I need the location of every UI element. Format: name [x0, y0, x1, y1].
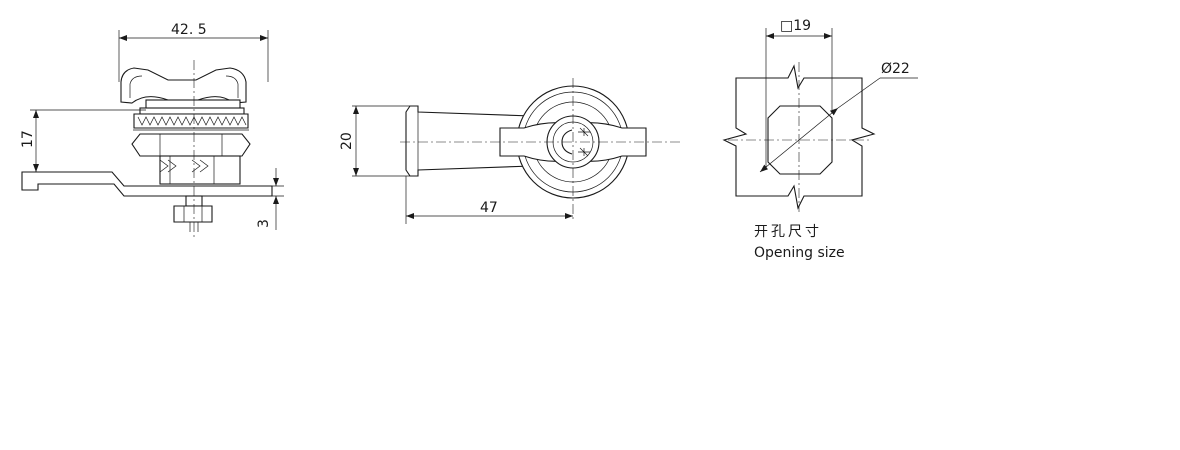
dim-length-label: 47: [480, 200, 498, 216]
hex-nut: [131, 133, 251, 157]
front-view: 20 47: [339, 78, 680, 224]
caption-en: Opening size: [754, 245, 845, 261]
bottom-nut: [173, 205, 213, 223]
dim-height-label: 17: [20, 130, 36, 148]
wing-handle: [120, 67, 247, 104]
dim-diameter-label: Ø22: [881, 61, 910, 77]
serrated-washer: [133, 113, 249, 129]
side-view: 42. 5 17 3: [20, 22, 284, 240]
caption-cn: 开孔尺寸: [754, 224, 822, 240]
cutout-view: □19 Ø22 开孔尺寸 Opening size: [722, 18, 918, 261]
dim-width-label: 42. 5: [171, 22, 207, 38]
cam-bar: [21, 171, 273, 197]
panel-outline: [722, 64, 876, 210]
dim-cam-label: 3: [256, 219, 272, 228]
thread-body: [159, 155, 241, 185]
dim-square-label: □19: [780, 18, 811, 34]
dim-front-height-label: 20: [339, 132, 355, 150]
